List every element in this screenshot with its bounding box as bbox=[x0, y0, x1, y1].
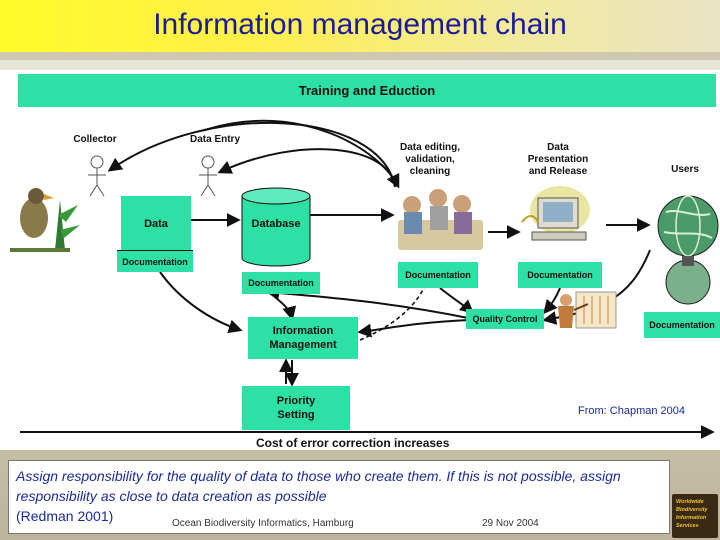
arrow-dataentry-editing bbox=[204, 119, 400, 189]
data-box-label: Data bbox=[144, 218, 168, 230]
quote-box bbox=[8, 460, 670, 534]
arrow-docdb-infomgmt bbox=[269, 292, 297, 321]
database-documentation-label: Documentation bbox=[248, 278, 314, 288]
information-management-box: Information Management bbox=[248, 317, 358, 359]
collector-label: Collector bbox=[73, 134, 117, 145]
presentation-documentation-box: Documentation bbox=[518, 262, 602, 288]
data-entry-label: Data Entry bbox=[189, 134, 240, 145]
organization-logo: Worldwide Biodiversity Information Servi… bbox=[672, 494, 718, 538]
data-documentation-label: Documentation bbox=[122, 256, 188, 267]
quote-citation: (Redman 2001) bbox=[16, 508, 114, 524]
arrow-qc-database bbox=[265, 286, 469, 319]
footer-date: 29 Nov 2004 bbox=[482, 518, 539, 529]
data-box: Data bbox=[121, 196, 191, 252]
editing-documentation-label: Documentation bbox=[405, 270, 471, 280]
presentation-documentation-label: Documentation bbox=[527, 270, 593, 280]
collector-figure-icon bbox=[88, 155, 106, 197]
training-banner-label: Training and Eduction bbox=[298, 83, 436, 98]
title-bar bbox=[0, 0, 720, 52]
arrow-docpres-qc bbox=[543, 287, 561, 315]
source-citation: From: Chapman 2004 bbox=[578, 405, 685, 417]
quote-text: Assign responsibility for the quality of… bbox=[16, 468, 621, 504]
editing-documentation-box: Documentation bbox=[398, 262, 478, 288]
arrow-feedback-collector bbox=[107, 121, 396, 188]
team-working-illustration-icon bbox=[398, 189, 483, 250]
computer-illustration-icon bbox=[521, 186, 590, 241]
quality-control-label: Quality Control bbox=[472, 314, 538, 324]
arrow-qc-infomgmt bbox=[357, 319, 471, 338]
cost-label: Cost of error correction increases bbox=[256, 436, 450, 450]
arrow-doc-data-down bbox=[159, 271, 243, 334]
data-documentation-box: Documentation bbox=[117, 250, 193, 272]
users-documentation-box: Documentation bbox=[644, 312, 720, 338]
training-banner: Training and Eduction bbox=[18, 74, 716, 107]
database-label: Database bbox=[251, 218, 301, 230]
information-management-label: Information Management bbox=[269, 325, 337, 351]
quality-control-box: Quality Control bbox=[466, 309, 544, 329]
logo-line-3: Information bbox=[676, 515, 707, 521]
priority-setting-label: Priority Setting bbox=[276, 395, 316, 421]
data-presentation-label: Data Presentation and Release bbox=[527, 142, 589, 177]
data-editing-label: Data editing, validation, cleaning bbox=[399, 142, 460, 177]
logo-line-1: Worldwide bbox=[676, 499, 704, 505]
quote: Assign responsibility for the quality of… bbox=[16, 466, 666, 526]
bird-plant-illustration-icon bbox=[10, 188, 80, 252]
footer-event: Ocean Biodiversity Informatics, Hamburg bbox=[172, 518, 354, 529]
users-documentation-label: Documentation bbox=[649, 320, 715, 330]
users-label: Users bbox=[671, 164, 699, 175]
data-entry-figure-icon bbox=[199, 155, 217, 197]
logo-line-2: Biodiversity bbox=[676, 507, 708, 513]
logo-line-4: Services bbox=[676, 523, 699, 529]
priority-setting-box: Priority Setting bbox=[242, 386, 350, 430]
database-cylinder bbox=[241, 187, 311, 267]
slide-title: Information management chain bbox=[153, 8, 567, 41]
globe-illustration-icon bbox=[657, 195, 719, 305]
database-documentation-box: Documentation bbox=[242, 272, 320, 294]
quality-control-illustration-icon bbox=[558, 291, 617, 329]
panel-top-edge bbox=[0, 60, 720, 70]
